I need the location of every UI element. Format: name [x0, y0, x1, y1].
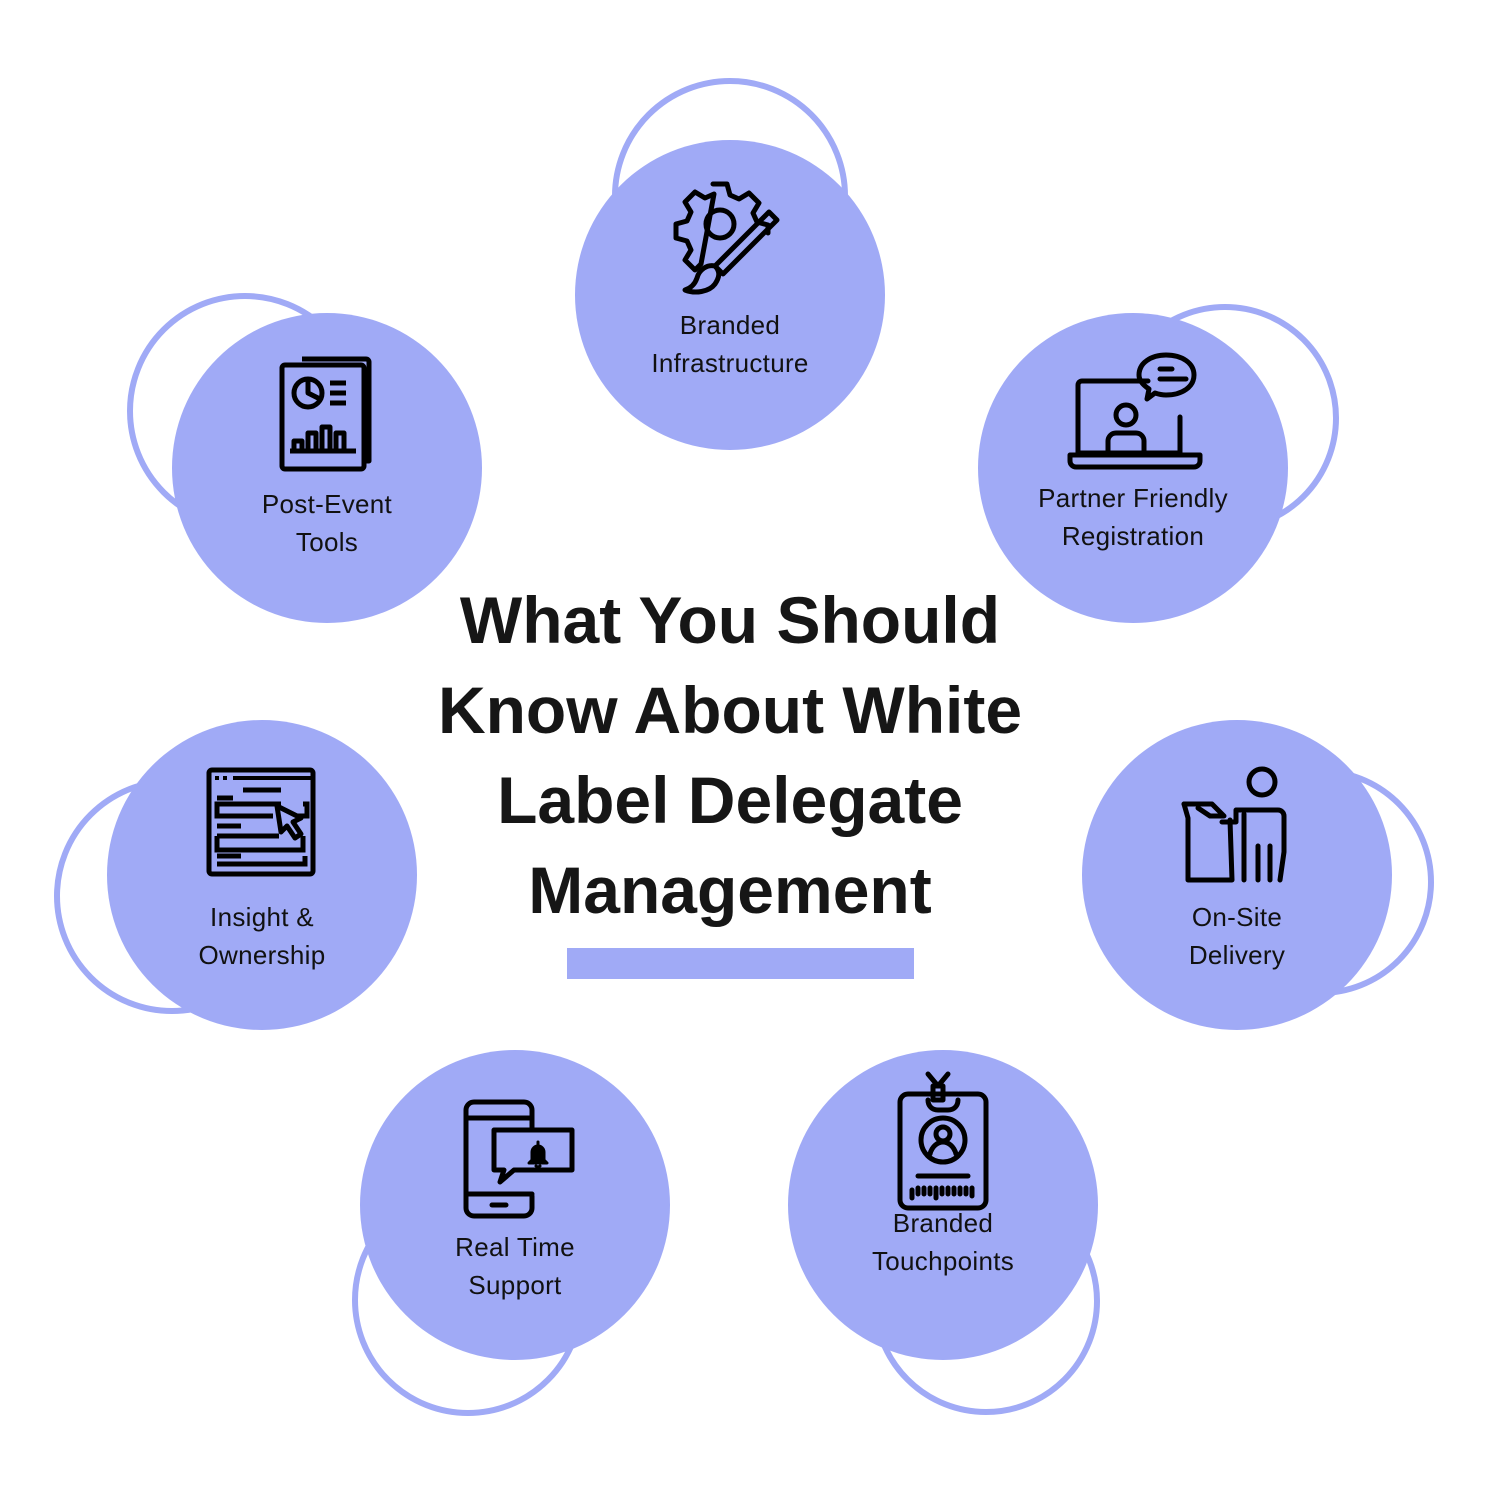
node-label: Post-Event Tools	[261, 489, 393, 557]
phone-notification-icon	[463, 1099, 575, 1219]
browser-form-cursor-icon	[206, 767, 316, 877]
node-label: Branded Touchpoints	[871, 1208, 1015, 1276]
node-real-time-support: Real Time Support	[360, 1050, 670, 1360]
node-label: Real Time Support	[455, 1232, 575, 1300]
node-branded-touchpoints: Branded Touchpoints	[788, 1050, 1098, 1360]
title-underline-bar	[567, 948, 914, 979]
page-title: What You Should Know About White Label D…	[437, 583, 1023, 927]
node-post-event-tools: Post-Event Tools	[172, 313, 482, 623]
node-partner-friendly-registration: Partner Friendly Registration	[978, 313, 1288, 623]
node-label: Branded Infrastructure	[651, 310, 809, 378]
id-badge-icon	[897, 1071, 989, 1211]
node-label: Insight & Ownership	[198, 902, 326, 970]
node-label: Partner Friendly Registration	[1038, 483, 1228, 551]
report-chart-icon	[279, 356, 372, 472]
node-branded-infrastructure: Branded Infrastructure	[575, 140, 885, 450]
laptop-user-chat-icon	[1067, 352, 1203, 470]
person-kiosk-icon	[1181, 766, 1287, 883]
node-insight-ownership: Insight & Ownership	[107, 720, 417, 1030]
gear-paintbrush-icon	[673, 181, 780, 295]
node-label: On-Site Delivery	[1188, 902, 1286, 970]
node-on-site-delivery: On-Site Delivery	[1082, 720, 1392, 1030]
